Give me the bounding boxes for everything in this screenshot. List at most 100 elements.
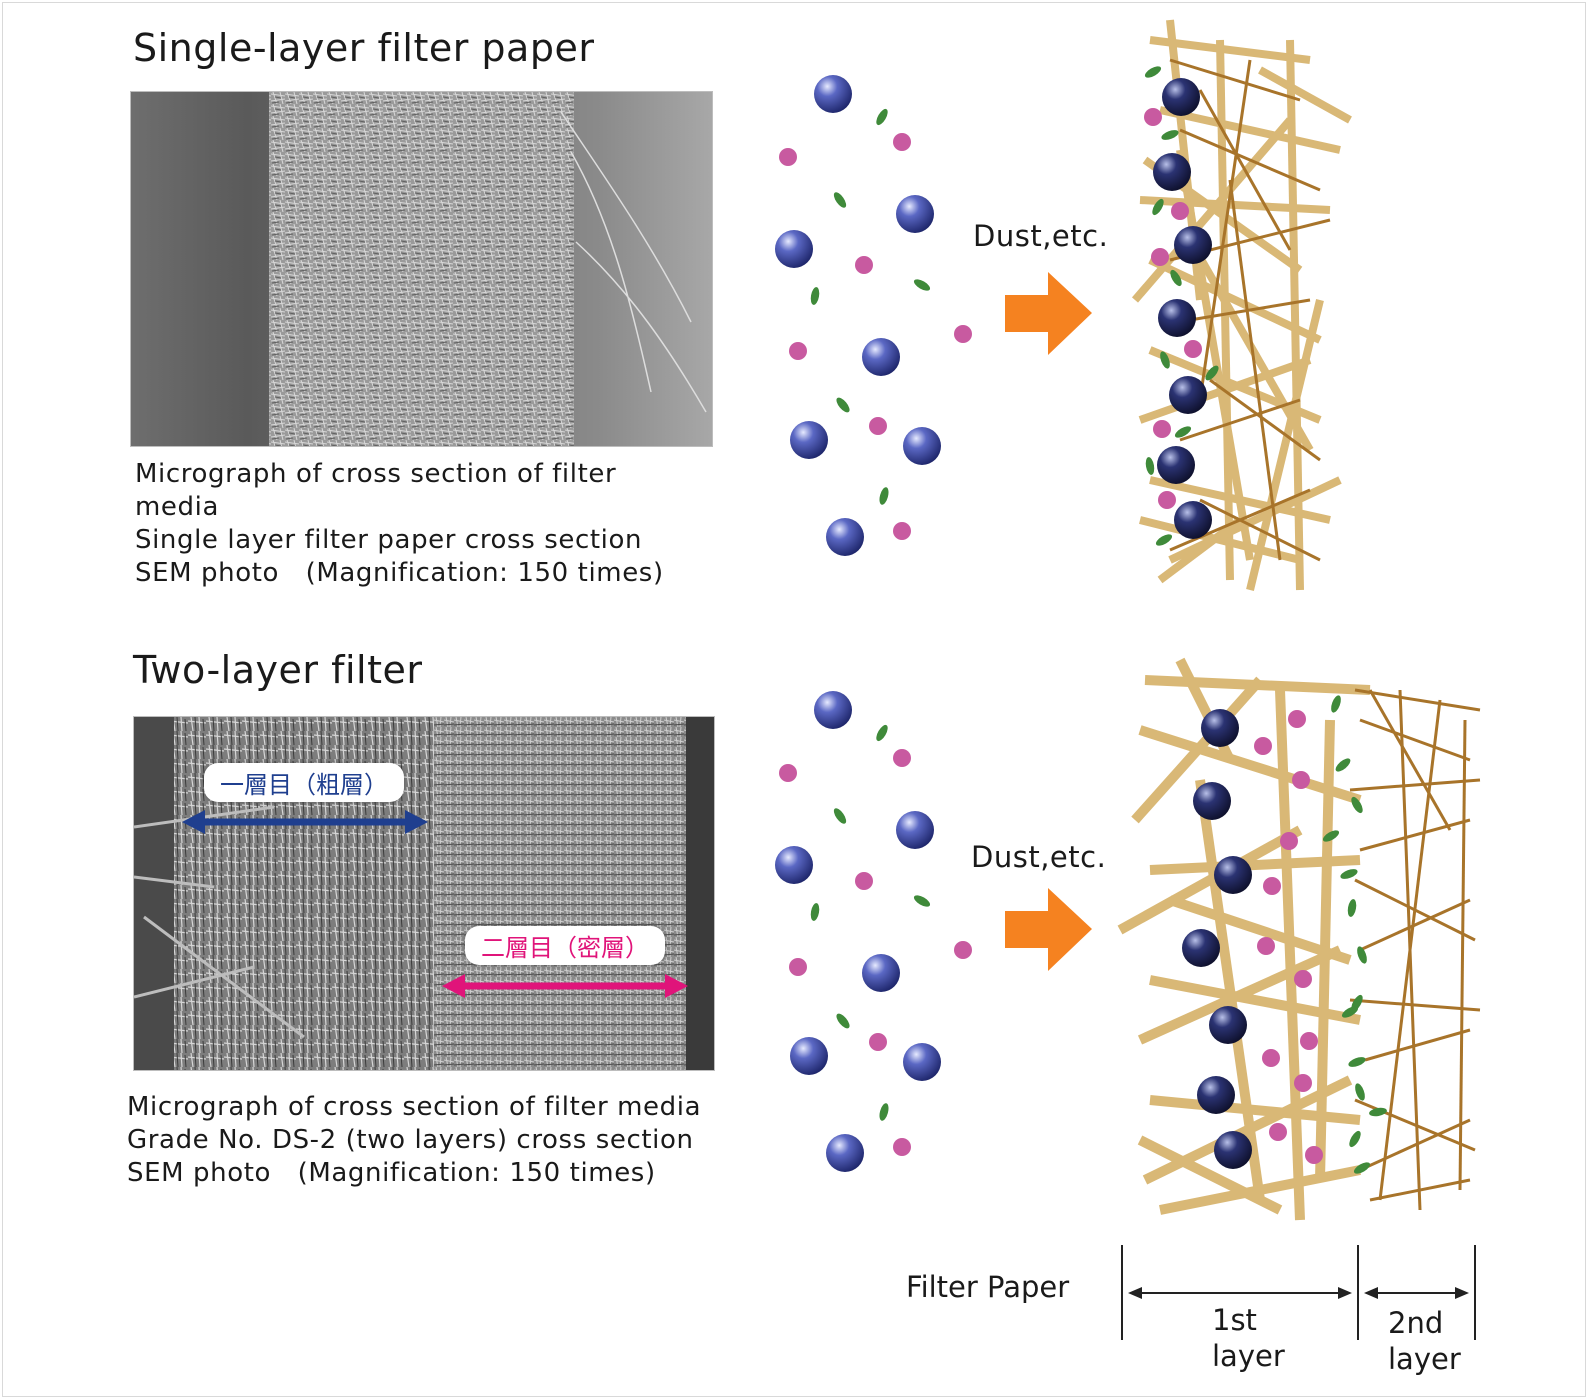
large-particle — [896, 195, 934, 233]
green-particle — [1174, 426, 1192, 438]
caption-line: media — [135, 492, 219, 522]
green-particle — [1341, 1006, 1359, 1018]
single-dust-label: Dust,etc. — [973, 219, 1109, 253]
pink-particle — [1305, 1146, 1323, 1164]
first-layer-label: 1st layer — [1200, 1302, 1300, 1374]
green-particle — [836, 1013, 850, 1029]
green-particle — [1340, 869, 1358, 879]
green-particle — [879, 487, 889, 505]
second-layer-label: 2nd layer — [1382, 1305, 1472, 1377]
free-particles — [775, 691, 972, 1172]
caption-line: SEM photo (Magnification: 150 times) — [135, 558, 664, 588]
pink-particle — [1300, 1032, 1318, 1050]
green-particle — [833, 192, 847, 208]
captured-particle — [1209, 1006, 1247, 1044]
single-layer-caption: Micrograph of cross section of filter me… — [135, 458, 664, 590]
pink-particle — [869, 1033, 887, 1051]
caption-line: SEM photo (Magnification: 150 times) — [127, 1158, 656, 1188]
captured-particle — [1201, 709, 1239, 747]
green-particle — [1160, 351, 1170, 369]
green-particle — [1170, 269, 1182, 287]
pink-particle — [893, 133, 911, 151]
green-particle — [1348, 1057, 1366, 1067]
pink-particle — [1294, 1074, 1312, 1092]
pink-particle — [855, 872, 873, 890]
flow-arrow — [1005, 888, 1092, 971]
pink-particle — [954, 941, 972, 959]
captured-particle — [1169, 376, 1207, 414]
single-layer-sem-photo — [130, 91, 713, 447]
large-particle — [775, 846, 813, 884]
two-layer-caption: Micrograph of cross section of filter me… — [127, 1091, 701, 1190]
large-particle — [790, 421, 828, 459]
pink-particle — [1144, 108, 1162, 126]
pink-particle — [893, 749, 911, 767]
pink-particle — [893, 1138, 911, 1156]
layer2-arrow — [442, 974, 688, 998]
layer2-tag: 二層目（密層） — [465, 926, 665, 965]
green-particle — [810, 903, 820, 921]
pink-particle — [954, 325, 972, 343]
pink-particle — [1254, 737, 1272, 755]
layer1-arrow — [182, 810, 428, 834]
pink-particle — [1171, 202, 1189, 220]
single-filter-fibers — [1131, 19, 1352, 591]
pink-particle — [1269, 1123, 1287, 1141]
green-particle — [1144, 66, 1162, 78]
pink-particle — [893, 522, 911, 540]
green-particle — [1155, 534, 1173, 546]
flow-arrow — [1005, 272, 1092, 355]
captured-particle — [1193, 782, 1231, 820]
captured-particle — [1153, 153, 1191, 191]
fine-layer-fibers — [1349, 688, 1481, 1211]
captured-particle — [1214, 856, 1252, 894]
pink-particle — [1151, 248, 1169, 266]
green-particle — [1205, 365, 1219, 381]
pink-particle — [1288, 710, 1306, 728]
two-layer-title: Two-layer filter — [133, 648, 423, 692]
green-particle — [1152, 198, 1164, 216]
large-particle — [814, 75, 852, 113]
captured-particle — [1214, 1131, 1252, 1169]
pink-particle — [1263, 877, 1281, 895]
large-particle — [826, 518, 864, 556]
green-particle — [1369, 1107, 1387, 1117]
free-particles — [775, 75, 972, 556]
green-particle — [1322, 830, 1340, 842]
pink-particle — [1184, 340, 1202, 358]
green-particle — [810, 287, 820, 305]
green-particle — [833, 808, 847, 824]
large-particle — [896, 811, 934, 849]
double-dust-label: Dust,etc. — [971, 840, 1107, 874]
pink-particle — [779, 764, 797, 782]
large-particle — [826, 1134, 864, 1172]
green-particle — [1357, 946, 1367, 964]
layer1-tag: 一層目（粗層） — [204, 763, 404, 802]
pink-particle — [855, 256, 873, 274]
pink-particle — [1292, 771, 1310, 789]
captured-particle — [1162, 78, 1200, 116]
large-particle — [862, 338, 900, 376]
first-layer-label-line: 1st — [1212, 1303, 1257, 1337]
green-particle — [1355, 1083, 1365, 1101]
green-particle — [1331, 695, 1341, 713]
green-particle — [836, 397, 850, 413]
pink-particle — [1280, 832, 1298, 850]
large-particle — [903, 1043, 941, 1081]
large-particle — [775, 230, 813, 268]
large-particle — [814, 691, 852, 729]
large-particle — [790, 1037, 828, 1075]
pink-particle — [1294, 970, 1312, 988]
green-particle — [876, 724, 888, 742]
caption-line: Grade No. DS-2 (two layers) cross sectio… — [127, 1125, 694, 1155]
captured-particle — [1174, 501, 1212, 539]
green-particle — [1353, 1162, 1371, 1174]
green-particle — [1349, 1130, 1361, 1148]
pink-particle — [1257, 937, 1275, 955]
pink-particle — [779, 148, 797, 166]
caption-line: Micrograph of cross section of filter me… — [127, 1092, 702, 1122]
caption-line: Micrograph of cross section of filter — [135, 459, 617, 489]
captured-particle — [1197, 1076, 1235, 1114]
